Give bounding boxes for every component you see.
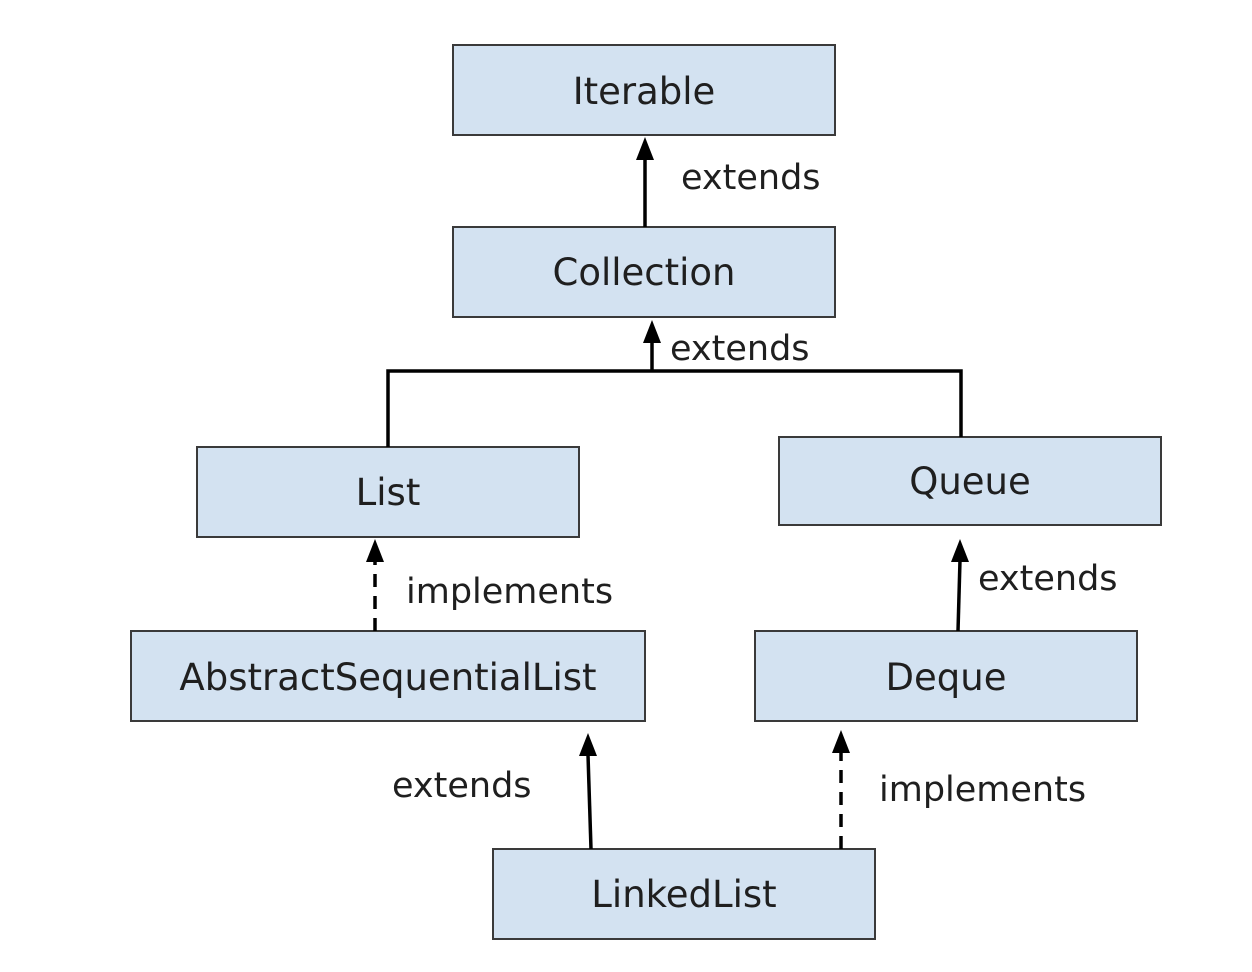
edge-deque-queue-arrowhead (951, 539, 969, 562)
node-abstract-sequential-list-box (130, 630, 646, 722)
edge-collection-iterable-arrowhead (636, 137, 654, 160)
edge-list-queue-connector (386, 369, 963, 447)
node-iterable-box (452, 44, 836, 136)
edge-deque-extends-queue: extends (951, 539, 1118, 632)
node-queue: Queue (778, 436, 1162, 526)
node-deque-box (754, 630, 1138, 722)
edge-linkedlist-deque-label: implements (879, 770, 1086, 810)
node-list-label: List (356, 471, 421, 514)
edge-collection-extends-iterable: extends (636, 137, 821, 227)
node-linked-list: LinkedList (492, 848, 876, 940)
node-abstract-sequential-list: AbstractSequentialList (130, 630, 646, 722)
edge-linkedlist-deque-arrowhead (832, 730, 850, 753)
edge-linkedlist-asl-label: extends (392, 766, 532, 806)
node-queue-label: Queue (909, 460, 1031, 503)
edge-deque-queue-label: extends (978, 559, 1118, 599)
edge-list-queue-collection-arrowhead (643, 320, 661, 343)
node-iterable: Iterable (452, 44, 836, 136)
node-abstract-sequential-list-label: AbstractSequentialList (179, 656, 596, 699)
node-queue-box (778, 436, 1162, 526)
node-collection-box (452, 226, 836, 318)
edge-collection-iterable-label: extends (681, 158, 821, 198)
edge-linkedlist-asl-line (586, 754, 593, 850)
edge-linkedlist-extends-asl: extends (392, 733, 597, 850)
edge-asl-list-label: implements (406, 572, 613, 612)
node-linked-list-label: LinkedList (591, 873, 776, 916)
node-list: List (196, 446, 580, 538)
edge-deque-queue-line (956, 559, 962, 632)
node-deque-label: Deque (886, 656, 1007, 699)
edge-list-queue-extends-collection: extends (386, 320, 963, 447)
node-iterable-label: Iterable (573, 70, 716, 113)
edge-linkedlist-implements-deque: implements (832, 730, 1086, 849)
edge-list-queue-collection-label: extends (670, 329, 810, 369)
node-collection: Collection (452, 226, 836, 318)
node-collection-label: Collection (552, 251, 735, 294)
edge-asl-list-arrowhead (366, 539, 384, 562)
edge-linkedlist-asl-arrowhead (579, 733, 597, 756)
node-linked-list-box (492, 848, 876, 940)
edge-asl-implements-list: implements (366, 539, 613, 631)
node-deque: Deque (754, 630, 1138, 722)
